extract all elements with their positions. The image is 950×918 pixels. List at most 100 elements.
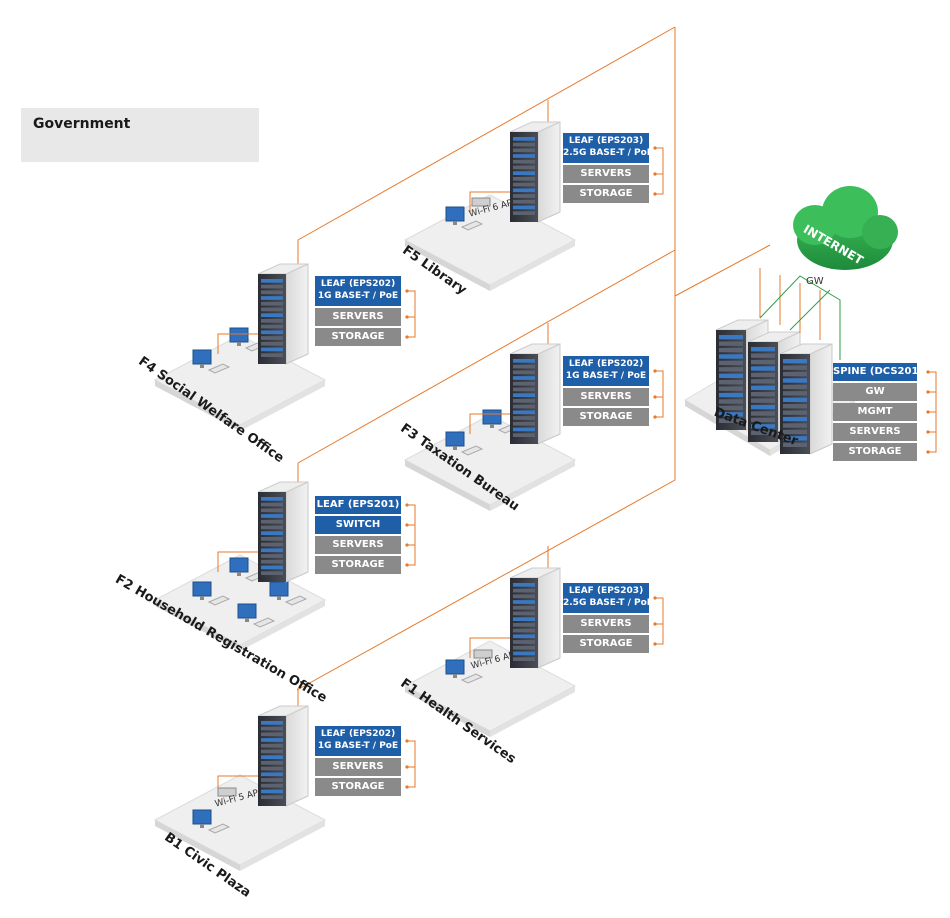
rack-unit [751,398,775,403]
port-link [407,290,416,318]
rack-unit [513,640,535,644]
site-f1-label-0: LEAF (EPS203)2.5G BASE-T / PoE [563,583,653,613]
site-f3-label-0: LEAF (EPS202)1G BASE-T / PoE [563,356,649,386]
monitor-stand [245,618,249,622]
link-to-dc [674,244,771,297]
rack-unit [719,341,743,346]
port-dot [653,146,657,150]
device-link [469,191,510,212]
rack-side [285,263,309,365]
rack-unit [751,430,775,435]
site-f2-label-1: SWITCH [315,516,401,534]
rack-unit [261,559,283,564]
rack-unit [751,417,775,423]
rack-unit [513,199,535,204]
rack-unit [261,749,283,754]
port-dot [653,395,657,399]
site-platform-edge [240,380,325,431]
port-dot [926,370,930,374]
gw-link [789,289,831,331]
keyboard-icon [460,220,484,231]
rack-unit [783,391,807,396]
rack-unit [513,177,535,181]
port-dot [653,172,657,176]
rack-unit [261,554,283,558]
rack-unit [513,211,535,215]
rack-unit [261,525,283,530]
port-link [407,766,416,788]
monitor-stand [200,364,204,368]
site-f5-label-3: STORAGE [563,185,649,203]
site-f2-label-0: LEAF (EPS201) [315,496,401,514]
rack-unit [513,634,535,639]
rack-unit [751,392,775,397]
title-box: Government [21,108,259,162]
monitor-icon [482,409,502,425]
rack-unit [513,433,535,437]
internet-cloud-icon [793,186,898,270]
monitor-icon [192,581,212,597]
site-platform-edge [240,600,325,651]
rack-unit [783,404,807,409]
dc-label-0: SPINE (DCS201) [833,363,923,381]
port-dot [653,415,657,419]
rack-unit [261,290,283,295]
rack-unit [719,347,743,353]
monitor-stand [277,596,281,600]
port-dot [405,563,409,567]
rack-unit [261,783,283,788]
site-platform-edge [490,240,575,291]
monitor-stand [237,572,241,576]
gw-link [759,275,841,360]
site-platform-edge [490,460,575,511]
monitor-icon [445,431,465,447]
site-platform-edge [240,820,325,871]
port-link [655,173,664,195]
monitor-icon [229,327,249,343]
rack-unit [751,404,775,410]
site-f2-label-3: STORAGE [315,556,401,574]
rack-unit [513,594,535,599]
site-f4-leaf-ports: 1G BASE-T / PoE [317,291,399,301]
port-dot [405,523,409,527]
site-f1 [403,567,664,737]
rack-unit [783,436,807,441]
rack-unit [513,148,535,153]
rack-unit [783,371,807,377]
port-dot [926,410,930,414]
monitor-icon [445,206,465,222]
site-platform-edge [405,240,490,291]
keyboard-icon [207,823,231,834]
site-b1-leaf-ports: 1G BASE-T / PoE [317,741,399,751]
site-f3-label-2: SERVERS [563,388,649,406]
site-platform-edge [405,460,490,511]
port-dot [405,785,409,789]
rack-side [285,481,309,583]
dc-label-3: SERVERS [833,423,917,441]
rack-unit [719,354,743,359]
site-f5-leaf-model: LEAF (EPS203) [568,136,644,146]
rack-unit [513,359,535,363]
rack-unit [261,531,283,535]
port-dot [405,335,409,339]
backbone-links [296,26,771,715]
rack-unit [783,410,807,415]
rack-unit [261,330,283,335]
rack-unit [513,404,535,409]
port-link [928,411,937,433]
port-link [407,524,416,546]
keyboard-icon [284,595,308,606]
site-f4 [153,263,416,431]
port-link [655,597,664,625]
site-b1-label-0: LEAF (EPS202)1G BASE-T / PoE [315,726,401,756]
rack-unit [261,542,283,547]
rack-unit [513,399,535,403]
rack-unit [719,412,743,417]
rack-unit [261,508,283,513]
port-dot [653,596,657,600]
monitor-stand [453,446,457,450]
site-platform-edge [490,686,575,737]
dc-label-1: GW [833,383,917,401]
rack-unit [513,617,535,621]
